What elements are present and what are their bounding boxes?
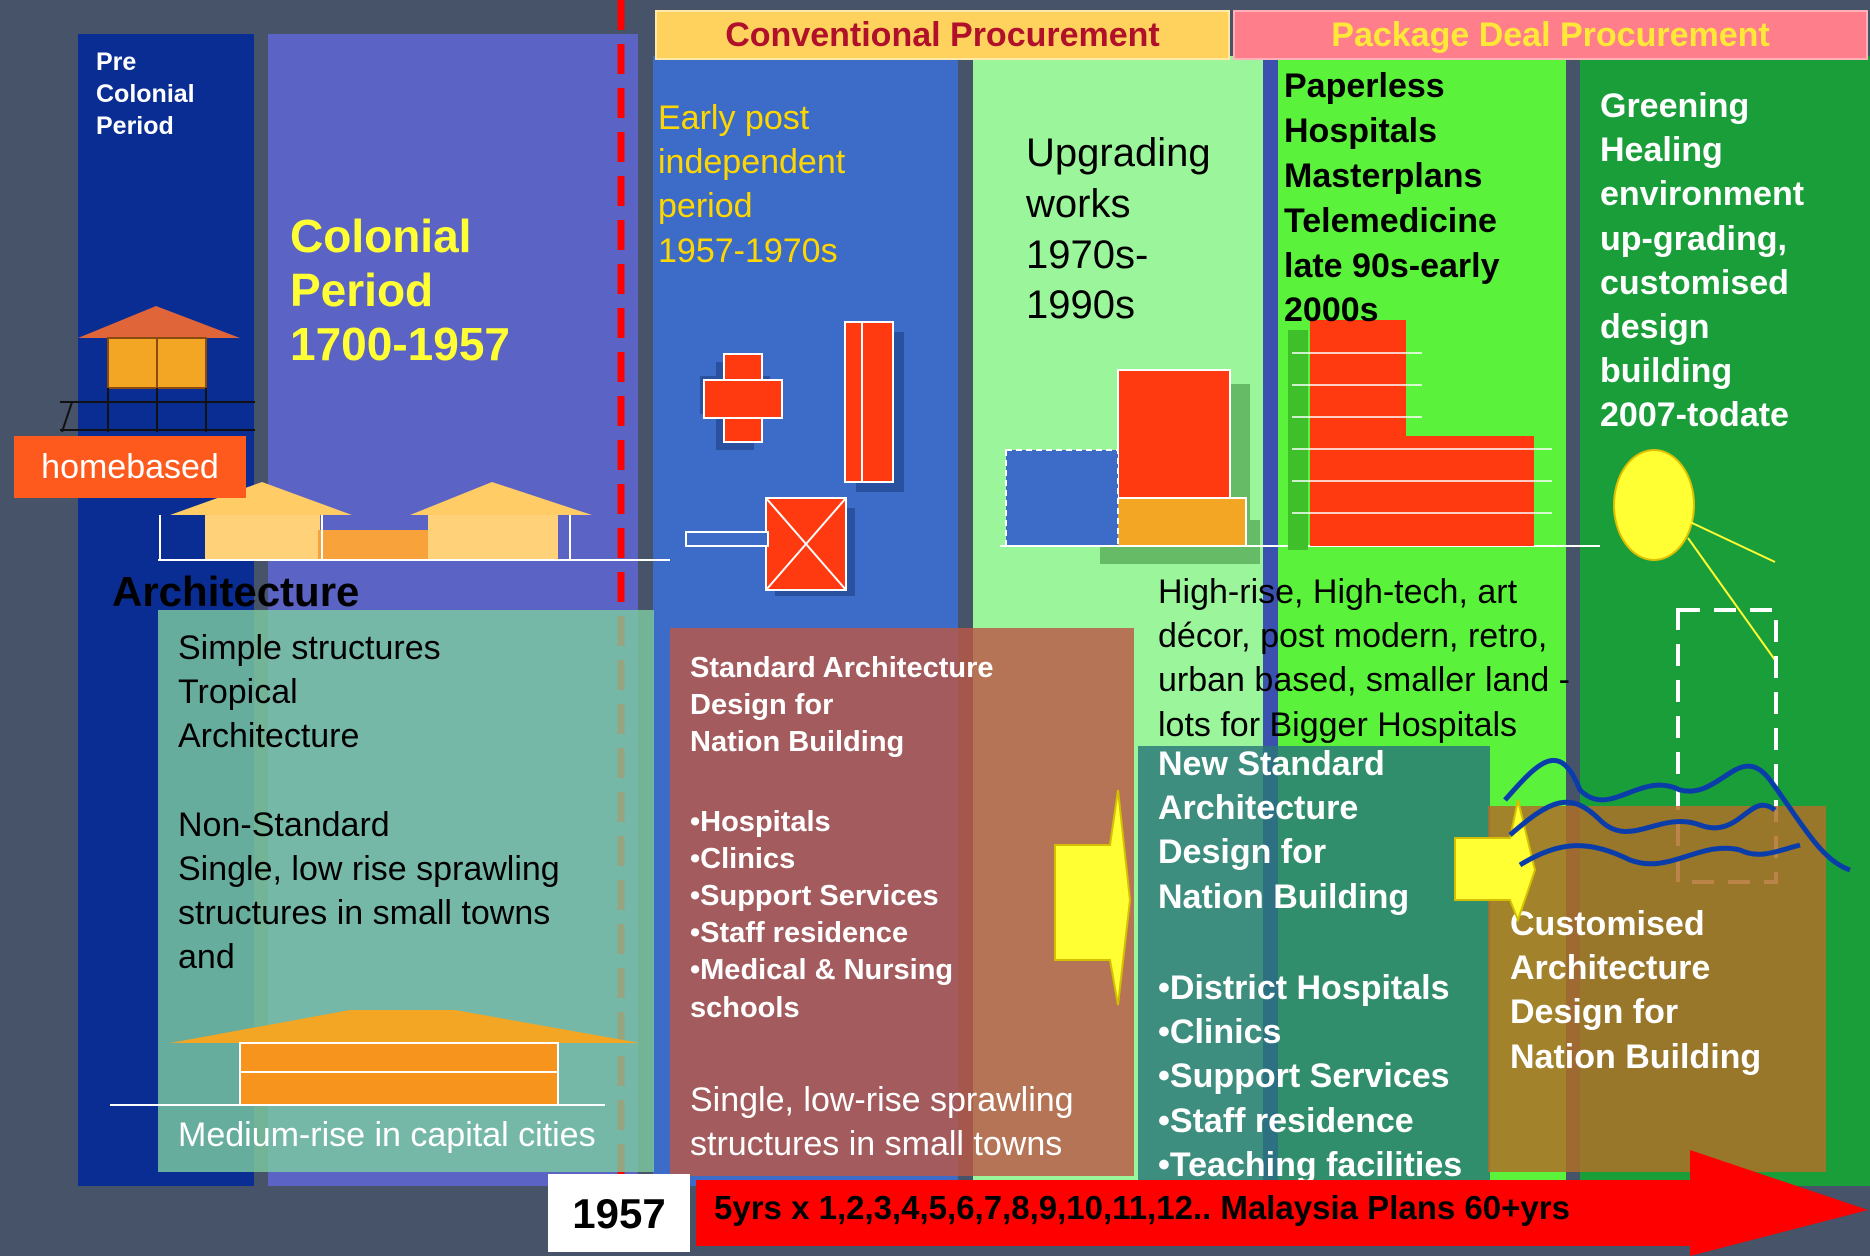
paperless-label: Paperless Hospitals Masterplans Telemedi… — [1284, 67, 1500, 330]
malaysia-plans-label: 5yrs x 1,2,3,4,5,6,7,8,9,10,11,12.. Mala… — [714, 1189, 1570, 1226]
homebased-label: homebased — [41, 448, 219, 486]
highrise-text: High-rise, High-tech, art décor, post mo… — [1158, 573, 1571, 744]
single-lowrise-text: Single, low-rise sprawling structures in… — [690, 1081, 1074, 1164]
upgrading-label: Upgrading works 1970s- 1990s — [1026, 131, 1211, 328]
medium-rise-text: Medium-rise in capital cities — [178, 1116, 596, 1154]
wave-line — [1508, 799, 1777, 837]
square-block-icon — [765, 497, 847, 591]
customised-text: Customised Architecture Design for Natio… — [1510, 905, 1762, 1076]
new-standard-list: •District Hospitals •Clinics •Support Se… — [1158, 969, 1463, 1184]
stilt-house-icon — [60, 306, 255, 433]
year-badge — [548, 1174, 690, 1252]
new-standard-box — [1138, 746, 1490, 1186]
conventional-procurement-label: Conventional Procurement — [725, 16, 1160, 54]
planned-building-outline — [1676, 608, 1778, 884]
package-deal-header — [1233, 10, 1868, 60]
colonial-bungalow-icon — [158, 482, 670, 561]
cross-building-icon — [700, 353, 783, 450]
sun-icon — [1613, 449, 1776, 661]
transition-arrow-icon — [1054, 789, 1132, 1006]
early-post-label: Early post independent period 1957-1970s — [658, 99, 846, 270]
conventional-procurement-header — [655, 10, 1230, 60]
standard-architecture-list: •Hospitals •Clinics •Support Services •S… — [690, 806, 954, 1024]
customised-box — [1488, 806, 1826, 1172]
upgraded-block-icon — [1117, 369, 1231, 511]
greening-label: Greening Healing environment up-grading,… — [1600, 87, 1805, 435]
standard-architecture-title: Standard Architecture Design for Nation … — [690, 652, 994, 759]
year-label: 1957 — [572, 1190, 666, 1237]
simple-structures-text: Simple structures Tropical Architecture … — [178, 629, 560, 977]
pre-colonial-label: Pre Colonial Period — [96, 48, 195, 140]
architecture-heading: Architecture — [112, 568, 360, 615]
new-standard-title: New Standard Architecture Design for Nat… — [1158, 745, 1410, 916]
wave-line — [1518, 842, 1801, 868]
homebased-badge — [14, 436, 246, 498]
highrise-hospital-icon — [1288, 320, 1552, 550]
extension-block-icon — [1005, 449, 1119, 547]
package-deal-label: Package Deal Procurement — [1331, 16, 1770, 54]
colonial-period-label: Colonial Period 1700-1957 — [290, 210, 510, 370]
wave-line — [1503, 757, 1851, 873]
tall-block-icon — [844, 321, 894, 483]
